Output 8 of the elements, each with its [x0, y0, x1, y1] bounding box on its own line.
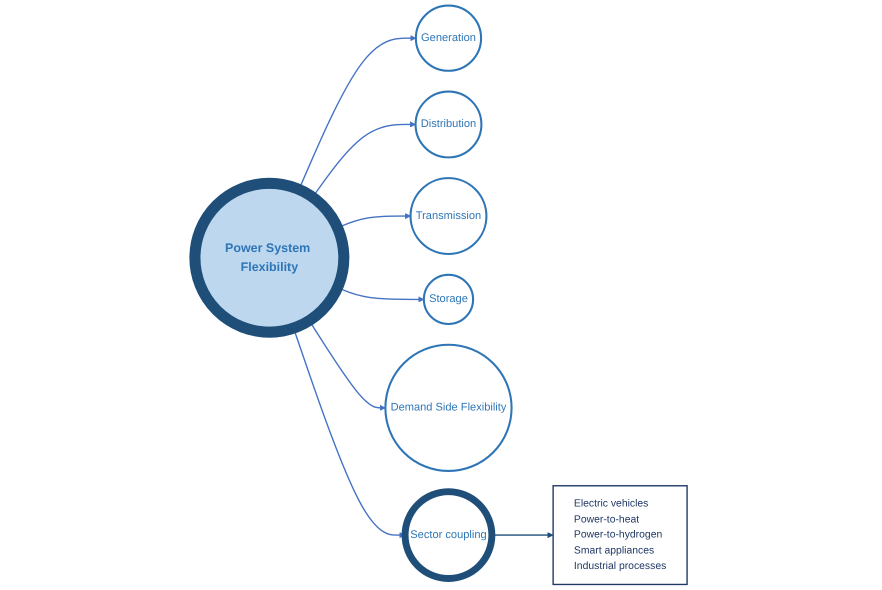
- node-box: Electric vehicles Power-to-heat Power-to-hydrogen Smart appliances Industrial processes: [552, 485, 688, 586]
- node-circle: Distribution: [414, 90, 482, 158]
- node-circle: Power System Flexibility: [189, 178, 350, 338]
- node-circle: Storage: [422, 274, 474, 326]
- node-circle: Generation: [414, 4, 482, 72]
- node-circle: Demand Side Flexibility: [384, 344, 513, 472]
- node-circle: Sector coupling: [402, 488, 496, 582]
- node-circle: Transmission: [410, 177, 488, 256]
